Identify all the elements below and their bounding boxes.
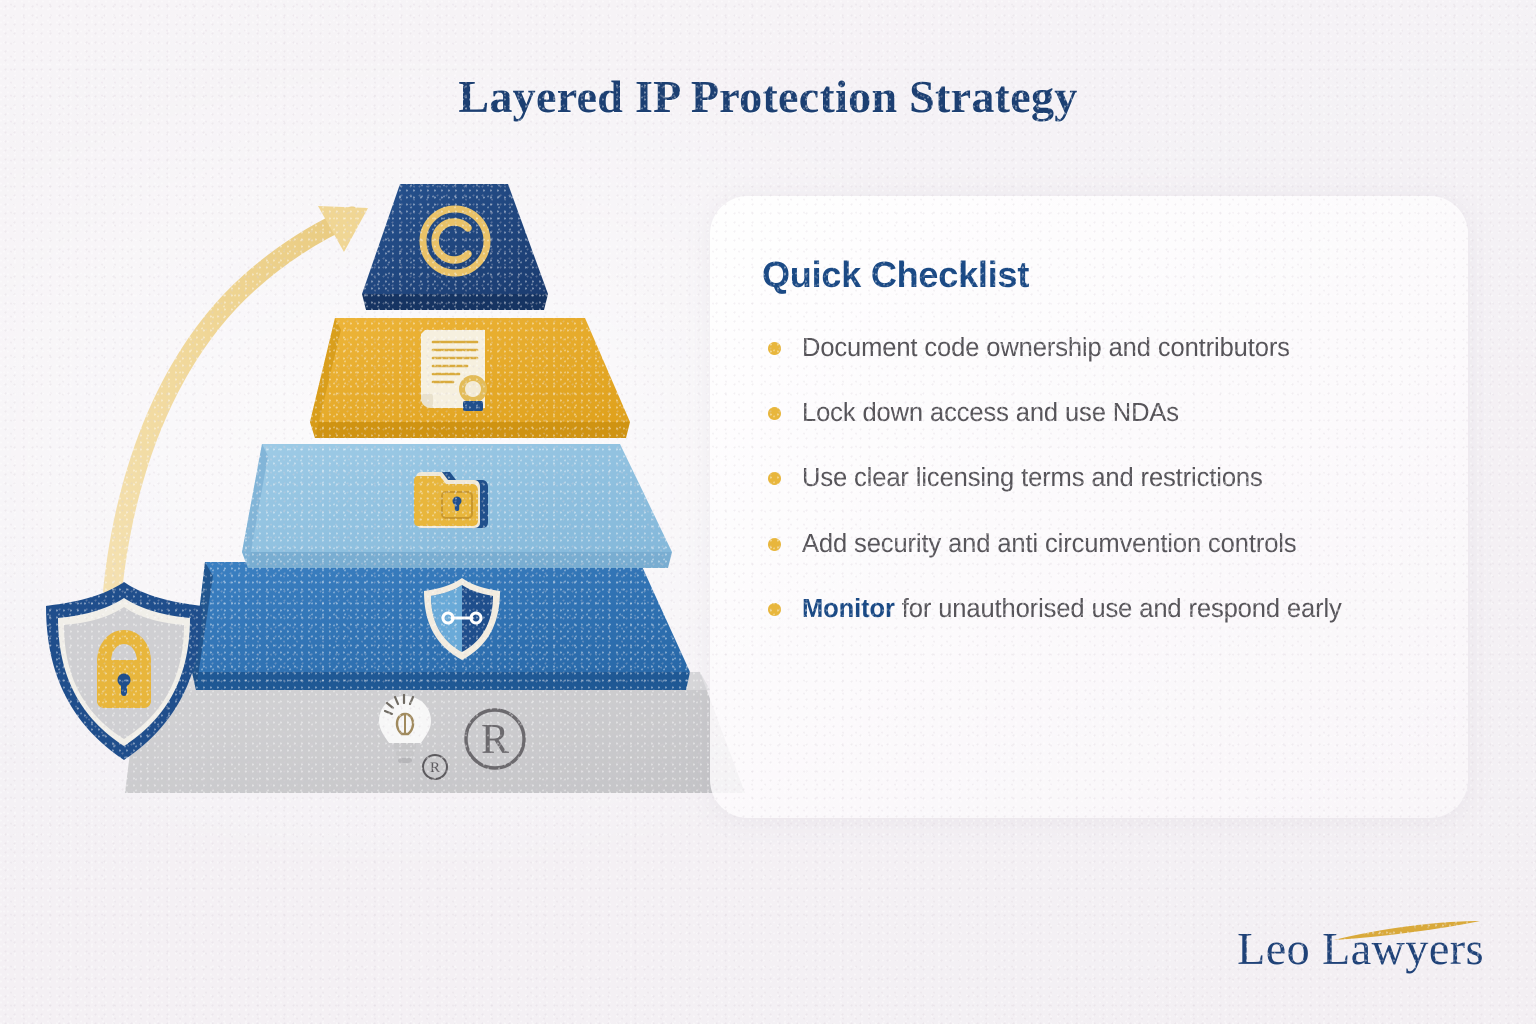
list-item: Document code ownership and contributors — [762, 330, 1428, 366]
brand-logo: Leo Lawyers — [1237, 921, 1484, 974]
list-item-highlight: Monitor — [802, 594, 895, 623]
list-item-text: Add security and anti circumvention cont… — [802, 529, 1297, 558]
shield-link-icon — [424, 578, 500, 660]
checklist-items: Document code ownership and contributors… — [762, 330, 1428, 627]
quick-checklist-card: Quick Checklist Document code ownership … — [710, 196, 1468, 818]
bullet-icon — [768, 342, 781, 355]
security-shield-lock-badge — [42, 578, 207, 768]
trademark-small-icon: R — [422, 754, 448, 780]
registered-trademark-icon: R — [464, 708, 526, 770]
patent-certificate-icon — [421, 330, 487, 411]
bullet-icon — [768, 602, 781, 616]
checklist-title: Quick Checklist — [762, 254, 1030, 295]
layered-ip-protection-pyramid: R R — [0, 0, 780, 830]
locked-folder-icon — [414, 472, 488, 528]
page-title: Layered IP Protection Strategy — [458, 71, 1078, 122]
list-item: Monitor for unauthorised use and respond… — [762, 591, 1428, 627]
pyramid-layer-top — [362, 184, 548, 310]
lightbulb-trademark-icon — [379, 693, 431, 763]
list-item-text: Document code ownership and contributors — [802, 334, 1290, 362]
bullet-icon — [768, 472, 781, 486]
list-item-text: for unauthorised use and respond early — [894, 594, 1342, 623]
list-item: Lock down access and use NDAs — [762, 395, 1428, 431]
svg-text:R: R — [481, 717, 509, 763]
list-item: Use clear licensing terms and restrictio… — [762, 460, 1428, 496]
bullet-icon — [768, 537, 781, 551]
svg-text:R: R — [430, 760, 440, 776]
list-item-text: Lock down access and use NDAs — [802, 399, 1179, 428]
copyright-icon — [419, 205, 491, 277]
logo-text: Leo Lawyers — [1237, 923, 1484, 974]
bullet-icon — [768, 407, 781, 421]
list-item: Add security and anti circumvention cont… — [762, 526, 1428, 562]
list-item-text: Use clear licensing terms and restrictio… — [802, 464, 1263, 493]
